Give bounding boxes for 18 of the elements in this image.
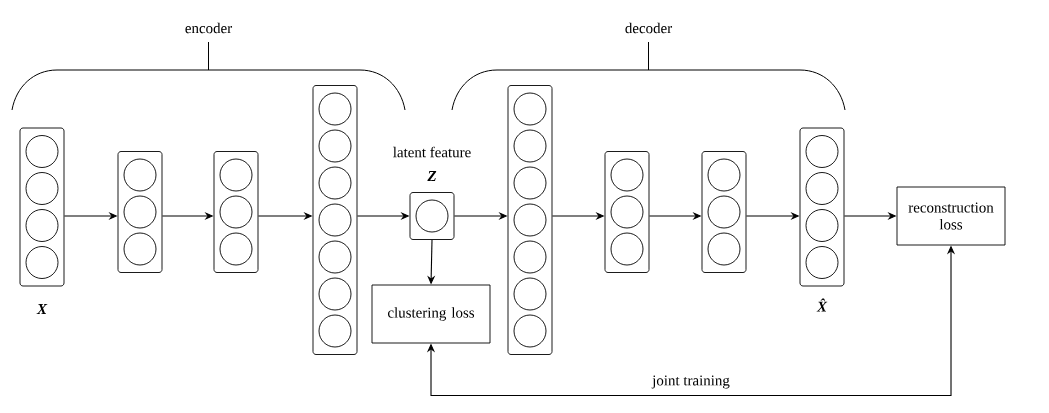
neuron-layer [799, 127, 845, 287]
neuron-layer [213, 151, 259, 273]
variable-label: X [36, 304, 48, 314]
loss-box: reconstruction loss [896, 186, 1006, 246]
group-label: decoder [625, 22, 673, 34]
neuron-layer [409, 192, 455, 240]
neuron-layer [312, 85, 358, 355]
neuron-layer [701, 151, 747, 273]
neuron-layer [604, 151, 650, 273]
variable-label: X̂ [816, 298, 828, 312]
edge-label: joint training [651, 374, 731, 390]
loss-box: clustering loss [371, 284, 491, 344]
neuron-layer [19, 127, 65, 287]
layer-label: latent feature [393, 146, 471, 158]
neuron-layer [507, 85, 553, 355]
neuron-layer [117, 151, 163, 273]
group-label: encoder [185, 22, 232, 34]
variable-label: Z [427, 171, 437, 181]
